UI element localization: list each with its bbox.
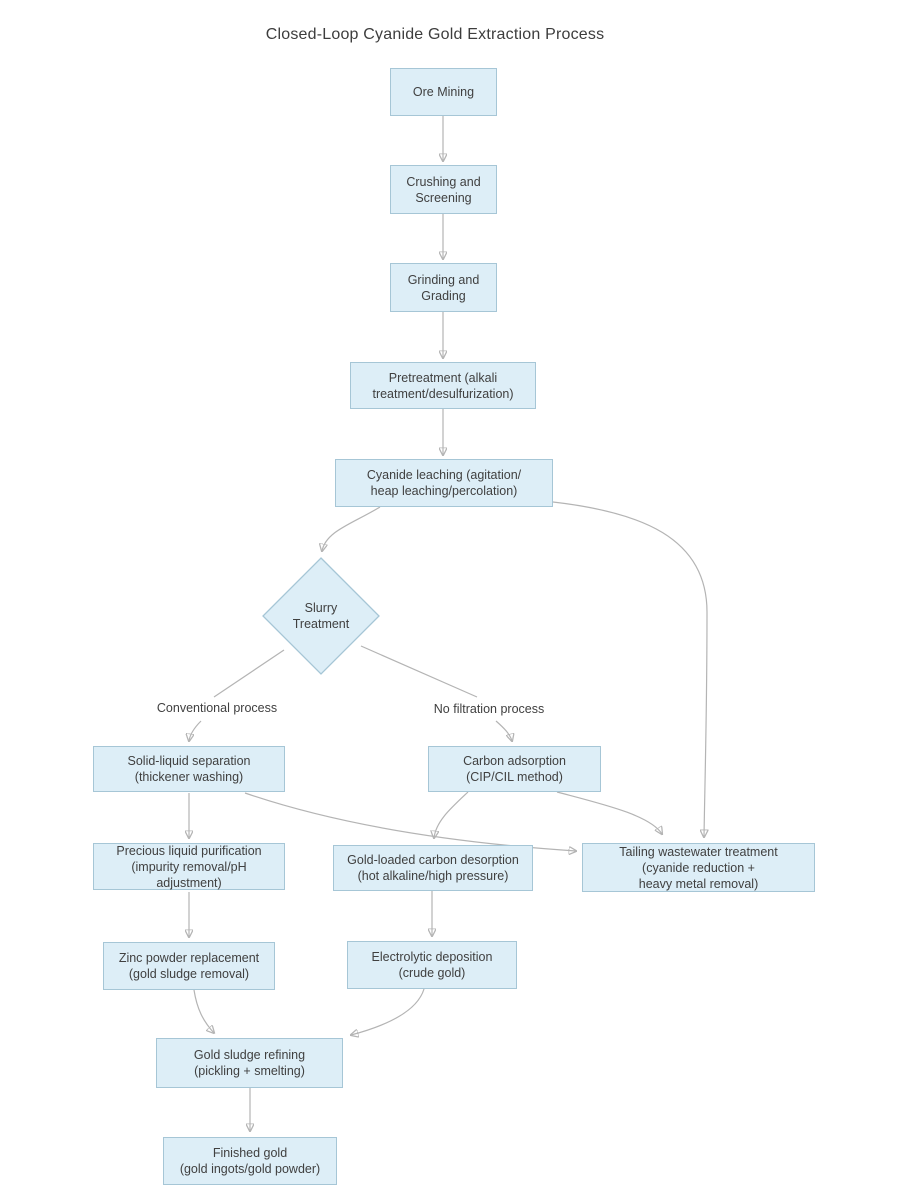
edge-carbon-to-tailing bbox=[556, 791, 662, 834]
node-electrolytic-deposition: Electrolytic deposition (crude gold) bbox=[347, 941, 517, 989]
edge-label-no-filtration-process: No filtration process bbox=[433, 702, 545, 716]
node-tailing-wastewater-treatment: Tailing wastewater treatment (cyanide re… bbox=[582, 843, 815, 892]
edge-solid-liquid-to-tailing bbox=[244, 792, 576, 851]
node-gold-loaded-carbon-desorption: Gold-loaded carbon desorption (hot alkal… bbox=[333, 845, 533, 891]
edge-cyanide-to-tailing bbox=[552, 501, 707, 837]
node-slurry-treatment-shape bbox=[262, 557, 380, 675]
node-carbon-adsorption: Carbon adsorption (CIP/CIL method) bbox=[428, 746, 601, 792]
edge-cyanide-to-slurry bbox=[322, 506, 381, 551]
node-precious-liquid-purification: Precious liquid purification (impurity r… bbox=[93, 843, 285, 890]
edge-slurry-to-conventional-label bbox=[213, 649, 285, 698]
node-zinc-powder-replacement: Zinc powder replacement (gold sludge rem… bbox=[103, 942, 275, 990]
edge-conventional-label-to-solid-liquid bbox=[189, 720, 202, 741]
node-slurry-treatment: Slurry Treatment bbox=[292, 601, 350, 631]
node-ore-mining: Ore Mining bbox=[390, 68, 497, 116]
node-finished-gold: Finished gold (gold ingots/gold powder) bbox=[163, 1137, 337, 1185]
node-grinding-grading: Grinding and Grading bbox=[390, 263, 497, 312]
edge-electrolytic-to-refining bbox=[351, 988, 425, 1035]
edge-slurry-to-no-filtration-label bbox=[360, 645, 478, 698]
node-pretreatment: Pretreatment (alkali treatment/desulfuri… bbox=[350, 362, 536, 409]
edge-zinc-to-refining bbox=[193, 989, 214, 1033]
edge-carbon-to-gold-loaded bbox=[434, 791, 469, 838]
node-gold-sludge-refining: Gold sludge refining (pickling + smeltin… bbox=[156, 1038, 343, 1088]
edge-label-conventional-process: Conventional process bbox=[156, 701, 278, 715]
edge-no-filtration-label-to-carbon bbox=[495, 720, 512, 741]
node-solid-liquid-separation: Solid-liquid separation (thickener washi… bbox=[93, 746, 285, 792]
node-cyanide-leaching: Cyanide leaching (agitation/ heap leachi… bbox=[335, 459, 553, 507]
node-crushing-screening: Crushing and Screening bbox=[390, 165, 497, 214]
diagram-title: Closed-Loop Cyanide Gold Extraction Proc… bbox=[265, 26, 605, 43]
